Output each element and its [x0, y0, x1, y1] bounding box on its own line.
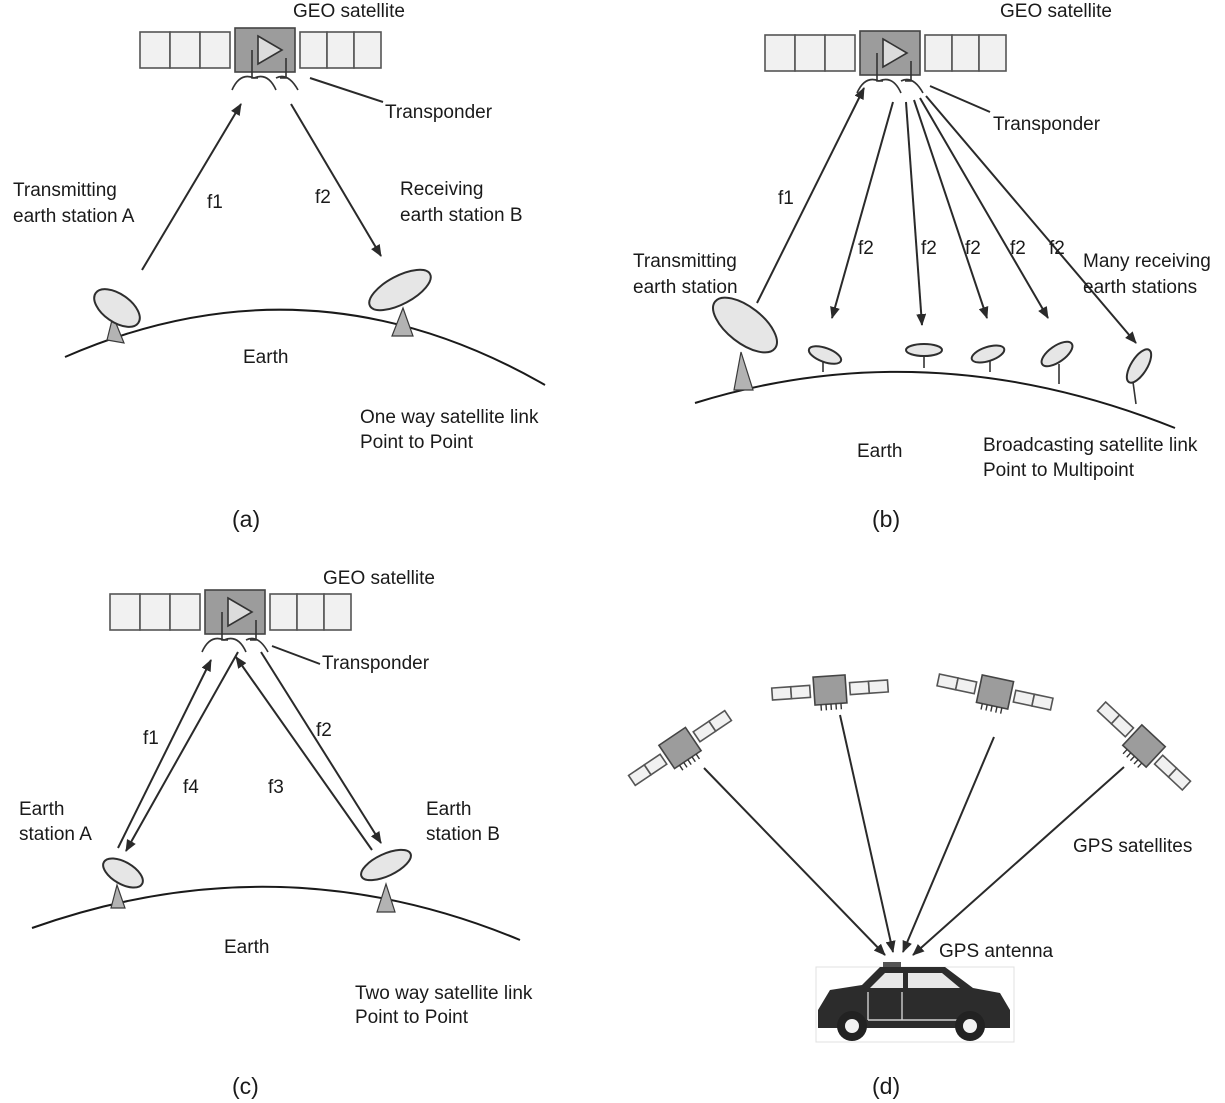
dish-antenna-icon [363, 262, 436, 336]
link-topology-label: Point to Point [355, 1007, 469, 1028]
dish-antenna-icon [704, 287, 786, 390]
downlink-a-arrow [126, 652, 238, 851]
transponder-label: Transponder [993, 114, 1101, 135]
signal-arrow [903, 737, 994, 952]
panel-caption: (c) [232, 1073, 259, 1099]
earth-surface [32, 887, 520, 940]
dish-antenna-icon [1038, 337, 1077, 384]
geo-satellite-label: GEO satellite [323, 568, 435, 589]
station-b-label-2: station B [426, 824, 500, 845]
gps-satellite-icon [934, 666, 1055, 723]
panel-c: GEO satellite Transponder f1 f4 f3 f2 Ea… [19, 568, 533, 1099]
geo-satellite-label: GEO satellite [293, 1, 405, 22]
f4-label: f4 [183, 777, 199, 798]
gps-satellites-label: GPS satellites [1073, 836, 1192, 857]
panel-d: GPS satellites GPS antenna (d) [624, 666, 1196, 1099]
earth-label: Earth [224, 937, 269, 958]
uplink-frequency: f1 [778, 188, 794, 209]
dish-antenna-icon [970, 342, 1007, 372]
panel-caption: (a) [232, 506, 260, 532]
dish-antenna-icon [357, 844, 415, 912]
downlink-arrow [914, 100, 987, 318]
f1-label: f1 [143, 728, 159, 749]
dish-antenna-icon [98, 852, 147, 908]
downlink-frequency: f2 [1049, 238, 1065, 259]
transmitting-station-label: Transmitting [13, 180, 117, 201]
link-topology-label: Point to Point [360, 432, 474, 453]
downlink-frequency: f2 [315, 187, 331, 208]
geo-satellite-label: GEO satellite [1000, 1, 1112, 22]
receiving-station-label-2: earth station B [400, 205, 523, 226]
transponder-label: Transponder [385, 102, 493, 123]
f2-label: f2 [316, 720, 332, 741]
transmitting-station-label: Transmitting [633, 251, 737, 272]
panel-caption: (d) [872, 1073, 900, 1099]
transponder-label: Transponder [322, 653, 430, 674]
f3-label: f3 [268, 777, 284, 798]
panel-b: GEO satellite Transponder f1 f2 f2 f2 f2… [633, 1, 1211, 532]
transponder-pointer [272, 646, 320, 664]
geo-satellite-icon [140, 28, 381, 90]
dish-antenna-icon [807, 343, 844, 372]
link-type-label: Two way satellite link [355, 983, 533, 1004]
receiving-stations-label: Many receiving [1083, 251, 1211, 272]
transponder-pointer [930, 86, 990, 112]
downlink-arrow [906, 102, 922, 325]
link-type-label: One way satellite link [360, 407, 539, 428]
uplink-arrow [757, 88, 864, 303]
link-type-label: Broadcasting satellite link [983, 435, 1198, 456]
receiving-station-label: Receiving [400, 179, 483, 200]
uplink-a-arrow [118, 660, 211, 848]
dish-antenna-icon [88, 282, 147, 343]
downlink-frequency: f2 [1010, 238, 1026, 259]
uplink-b-arrow [236, 657, 372, 850]
transponder-pointer [310, 78, 383, 102]
transmitting-station-label-2: earth station A [13, 206, 135, 227]
downlink-arrow [291, 104, 381, 256]
downlink-frequency: f2 [921, 238, 937, 259]
station-a-label-2: station A [19, 824, 92, 845]
geo-satellite-icon [110, 590, 351, 652]
station-a-label: Earth [19, 799, 64, 820]
geo-satellite-icon [765, 31, 1006, 93]
transmitting-station-label-2: earth station [633, 277, 738, 298]
link-topology-label: Point to Multipoint [983, 460, 1135, 481]
station-b-label: Earth [426, 799, 471, 820]
panel-a: GEO satellite Transponder f1 f2 Transmit… [13, 1, 545, 532]
gps-satellite-icon [771, 672, 889, 714]
dish-antenna-icon [906, 344, 942, 368]
downlink-frequency: f2 [965, 238, 981, 259]
gps-antenna-label: GPS antenna [939, 941, 1054, 962]
earth-surface [695, 372, 1175, 428]
downlink-frequency: f2 [858, 238, 874, 259]
car-icon [816, 962, 1014, 1042]
gps-satellite-icon [624, 704, 739, 797]
panel-caption: (b) [872, 506, 900, 532]
dish-antenna-icon [1122, 346, 1156, 404]
earth-label: Earth [243, 347, 288, 368]
uplink-frequency: f1 [207, 192, 223, 213]
downlink-b-arrow [261, 652, 381, 843]
signal-arrow [913, 767, 1124, 955]
receiving-stations-label-2: earth stations [1083, 277, 1197, 298]
earth-label: Earth [857, 441, 902, 462]
uplink-arrow [142, 104, 241, 270]
